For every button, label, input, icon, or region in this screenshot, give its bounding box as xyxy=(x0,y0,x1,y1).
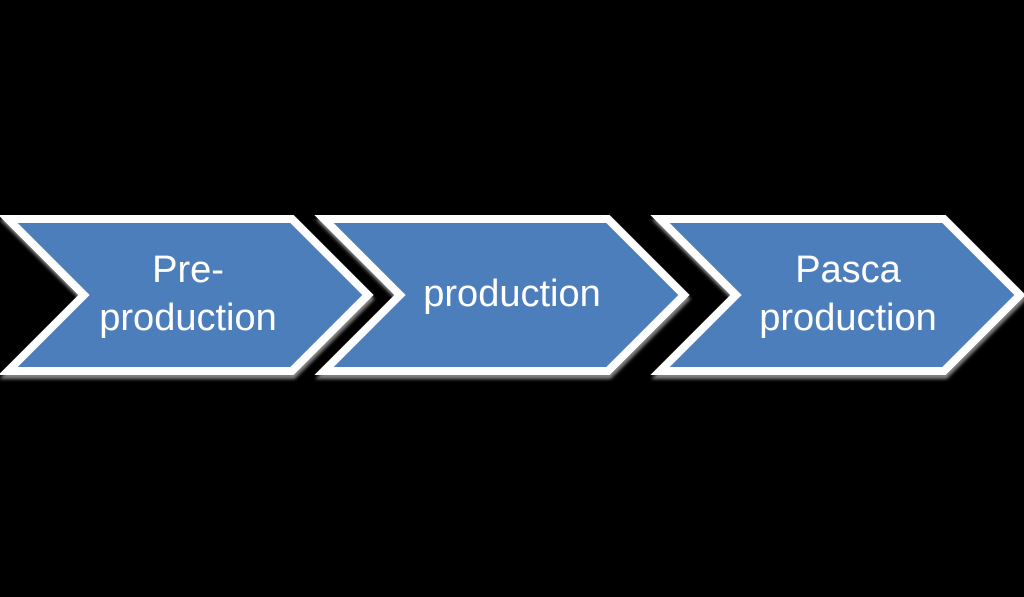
chevron-step-production xyxy=(314,215,690,375)
chevron-step-pasca-production xyxy=(650,215,1024,375)
chevron-step-pre-production xyxy=(0,215,374,375)
